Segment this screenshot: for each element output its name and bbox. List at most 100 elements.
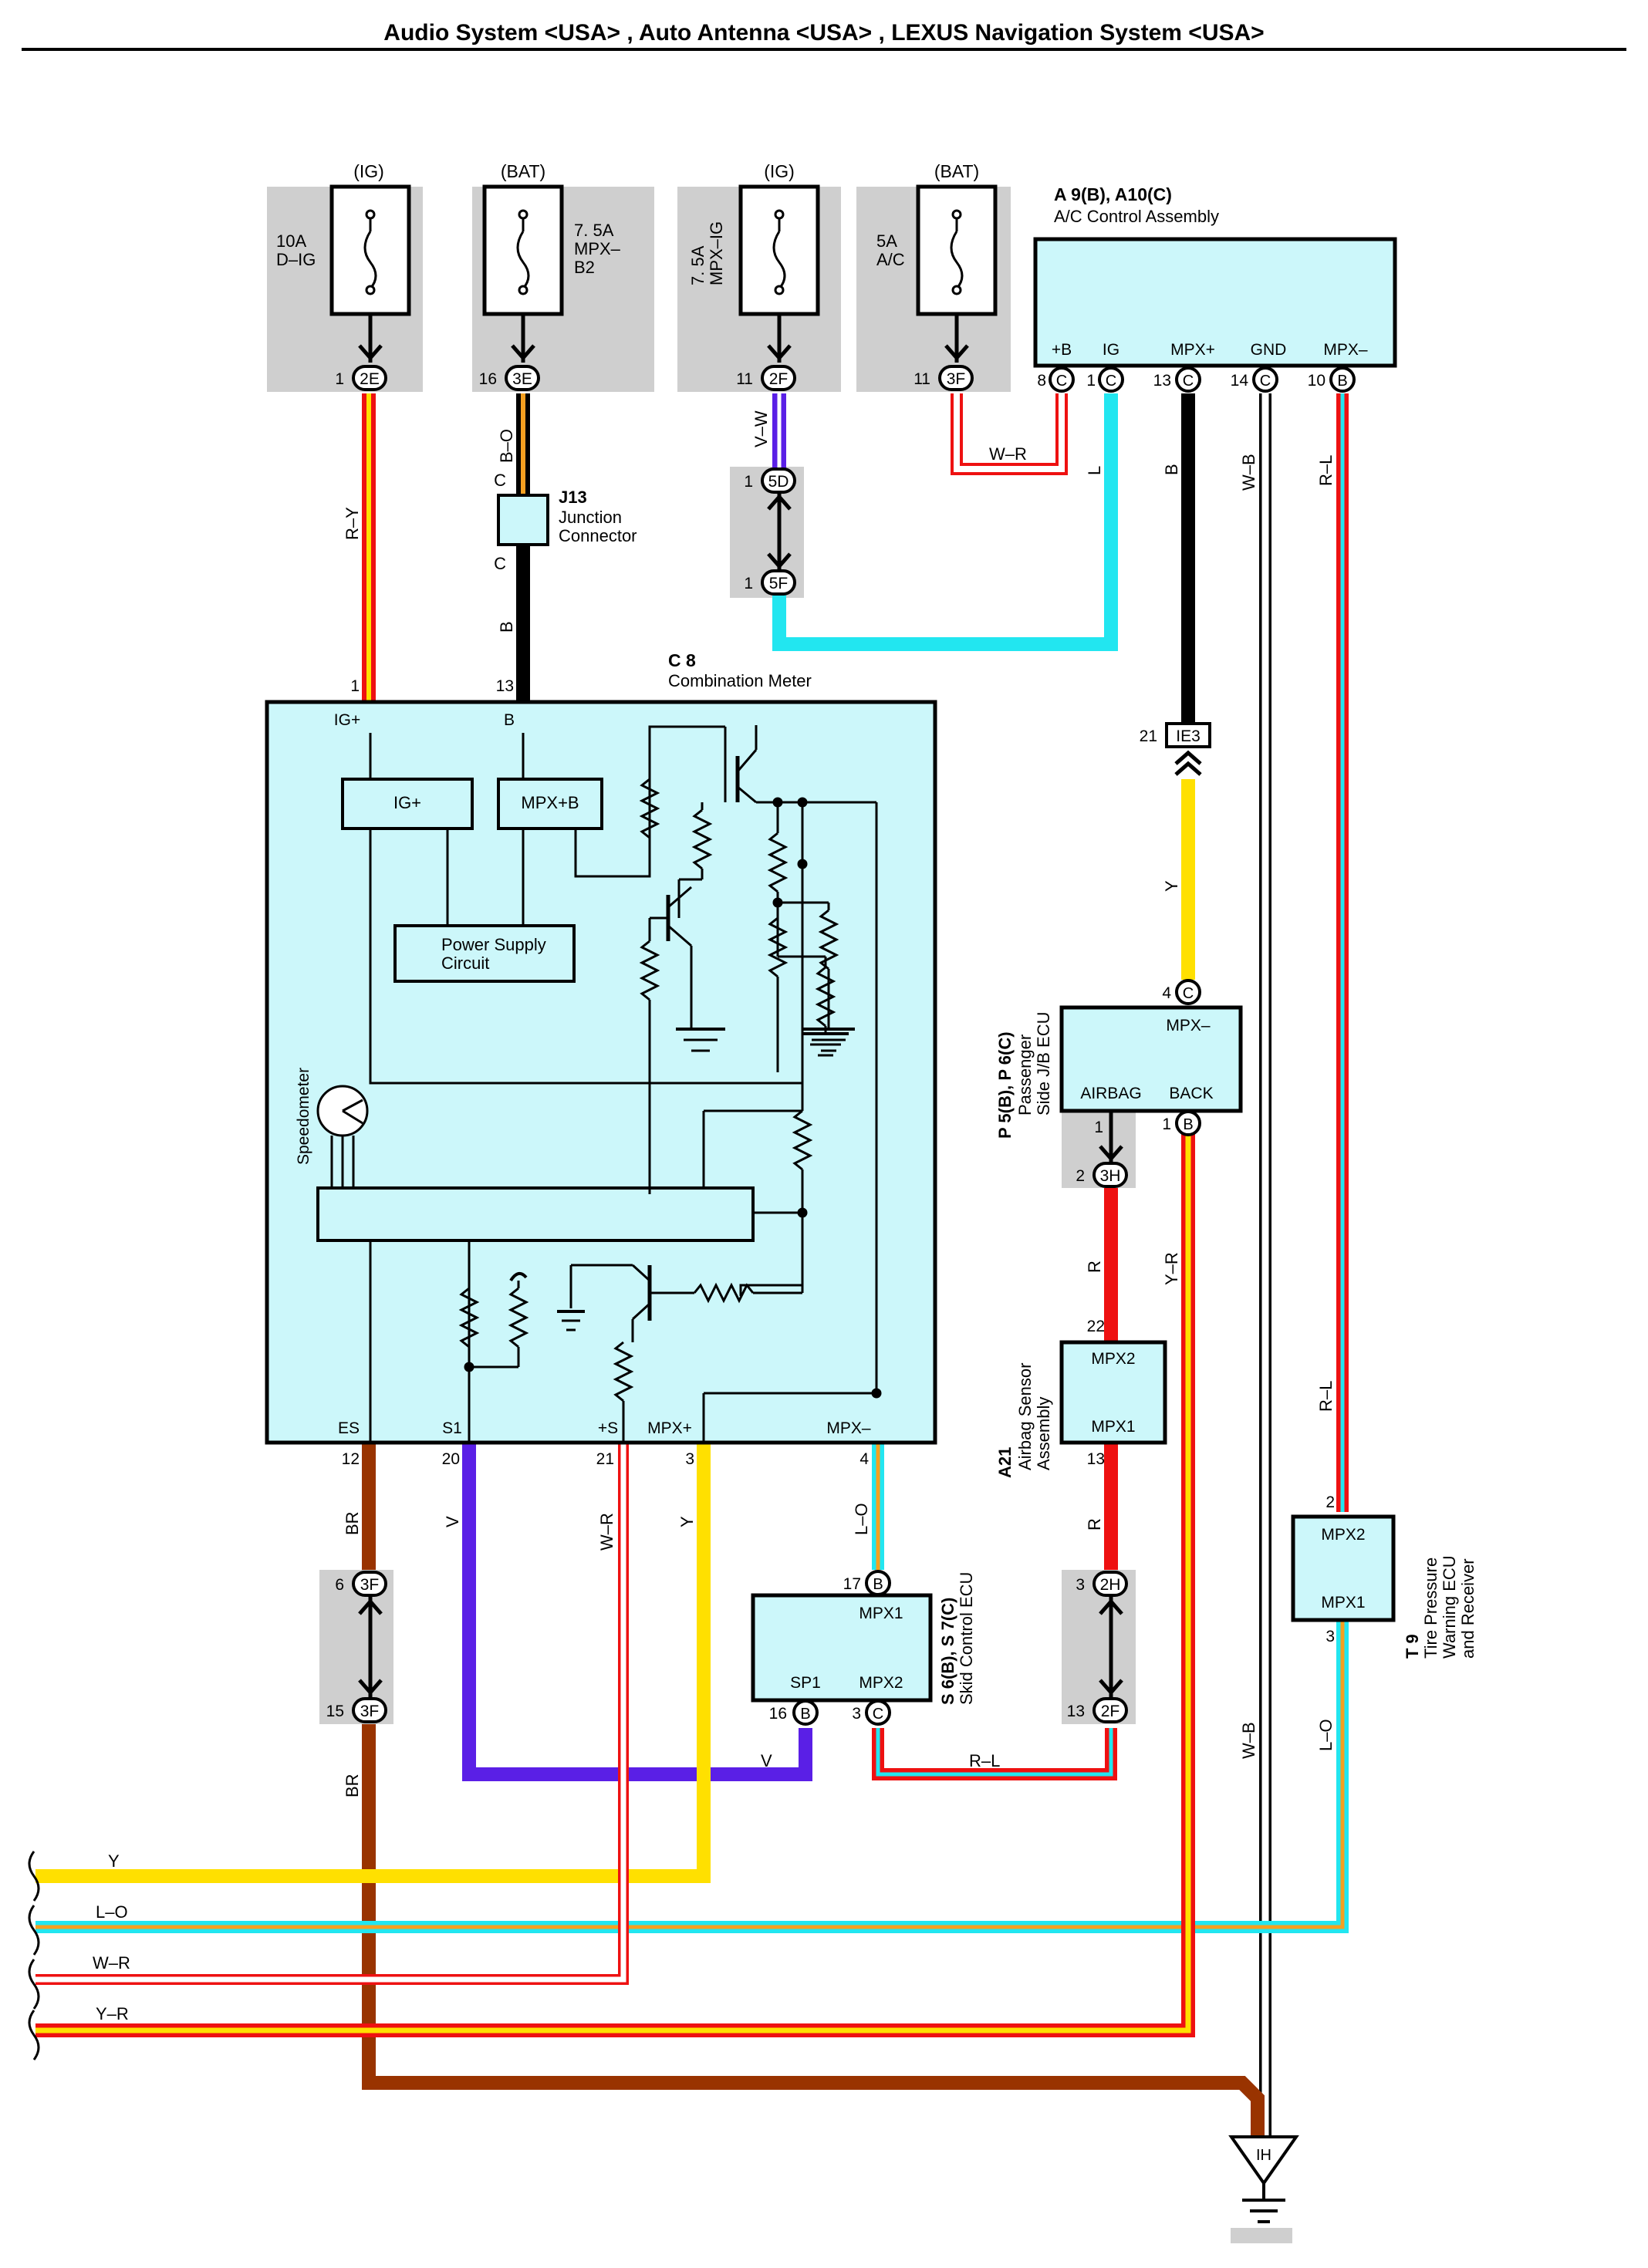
svg-text:B2: B2 — [574, 258, 595, 277]
svg-text:S1: S1 — [442, 1419, 462, 1437]
svg-text:C: C — [1183, 373, 1194, 390]
svg-text:MPX2: MPX2 — [1091, 1350, 1135, 1368]
svg-text:(IG): (IG) — [764, 161, 795, 181]
svg-text:Y: Y — [108, 1851, 120, 1871]
svg-text:R–L: R–L — [1316, 1381, 1336, 1412]
svg-text:MPX+: MPX+ — [647, 1419, 692, 1437]
svg-text:10: 10 — [1308, 372, 1325, 390]
svg-text:Tire Pressure: Tire Pressure — [1421, 1558, 1440, 1659]
svg-text:Warning ECU: Warning ECU — [1440, 1555, 1459, 1659]
svg-text:A21: A21 — [995, 1447, 1015, 1478]
svg-text:AIRBAG: AIRBAG — [1080, 1085, 1141, 1102]
fuse-arrows — [358, 314, 969, 363]
svg-text:Assembly: Assembly — [1034, 1397, 1053, 1470]
svg-text:4: 4 — [859, 1450, 869, 1468]
svg-text:V: V — [443, 1516, 462, 1527]
svg-text:5F: 5F — [769, 575, 789, 592]
svg-text:2F: 2F — [1101, 1703, 1120, 1720]
wires — [35, 393, 1349, 2137]
fuse-a-c: (BAT) 5A A/C — [876, 161, 998, 316]
svg-text:10A: 10A — [276, 231, 306, 251]
svg-text:MPX1: MPX1 — [1091, 1418, 1135, 1436]
svg-text:T 9: T 9 — [1403, 1634, 1422, 1659]
svg-text:1: 1 — [744, 575, 753, 592]
svg-text:A/C Control Assembly: A/C Control Assembly — [1054, 207, 1219, 226]
wire-l-o-bus — [35, 1620, 1349, 1933]
svg-text:13: 13 — [496, 677, 514, 695]
svg-text:20: 20 — [442, 1450, 460, 1468]
speedometer-label: Speedometer — [295, 1068, 312, 1165]
svg-text:C: C — [873, 1706, 883, 1723]
svg-text:13: 13 — [1153, 372, 1171, 390]
svg-text:W–R: W–R — [93, 1953, 130, 1973]
svg-text:Connector: Connector — [559, 526, 637, 545]
svg-text:L: L — [1085, 466, 1104, 475]
svg-text:8: 8 — [1037, 372, 1046, 390]
svg-text:12: 12 — [342, 1450, 360, 1468]
fuse-d-ig: (IG) 10A D–IG — [276, 161, 411, 316]
svg-text:MPX–: MPX– — [826, 1419, 871, 1437]
svg-text:Airbag Sensor: Airbag Sensor — [1015, 1363, 1035, 1470]
svg-text:IE3: IE3 — [1176, 727, 1201, 745]
bus-break-marks — [28, 1851, 40, 2060]
svg-text:B–O: B–O — [497, 429, 516, 463]
svg-text:C: C — [1260, 373, 1271, 390]
svg-text:Y: Y — [677, 1516, 697, 1527]
svg-text:Combination Meter: Combination Meter — [668, 671, 812, 690]
svg-text:3F: 3F — [360, 1703, 380, 1720]
svg-text:11: 11 — [736, 370, 753, 388]
svg-text:13: 13 — [1067, 1703, 1085, 1720]
svg-text:C: C — [1106, 373, 1116, 390]
svg-text:MPX–: MPX– — [574, 239, 621, 258]
svg-text:1: 1 — [1086, 372, 1096, 390]
tire-pressure-ecu: MPX2 MPX1 2 3 T 9 Tire Pressure Warning … — [1291, 1493, 1477, 1659]
svg-text:SP1: SP1 — [790, 1674, 821, 1692]
svg-text:(BAT): (BAT) — [501, 161, 545, 181]
svg-text:Y–R: Y–R — [96, 2004, 129, 2023]
svg-text:S 6(B), S 7(C): S 6(B), S 7(C) — [938, 1598, 957, 1705]
svg-text:A/C: A/C — [876, 250, 905, 269]
svg-text:R–L: R–L — [1316, 455, 1336, 486]
svg-text:Passenger: Passenger — [1015, 1034, 1035, 1115]
svg-text:7. 5A: 7. 5A — [688, 245, 707, 285]
meter-internal-circuit — [316, 725, 882, 1443]
svg-text:ES: ES — [338, 1419, 360, 1437]
svg-text:C: C — [494, 554, 506, 573]
svg-text:MPX–: MPX– — [1323, 341, 1368, 359]
svg-text:3F: 3F — [947, 370, 966, 388]
fuse-mpx-b2: (BAT) 7. 5A MPX– B2 — [482, 161, 621, 316]
svg-text:L–O: L–O — [96, 1902, 128, 1922]
svg-text:C: C — [1183, 985, 1194, 1002]
svg-text:V–W: V–W — [751, 410, 771, 447]
svg-text:2: 2 — [1076, 1167, 1085, 1185]
svg-text:BR: BR — [343, 1511, 362, 1535]
svg-text:J13: J13 — [559, 488, 587, 507]
svg-text:IH: IH — [1256, 2147, 1271, 2164]
svg-text:IG: IG — [1103, 341, 1119, 359]
svg-text:V: V — [761, 1751, 772, 1770]
svg-text:MPX+B: MPX+B — [521, 793, 579, 812]
svg-text:4: 4 — [1162, 984, 1171, 1002]
svg-text:22: 22 — [1087, 1318, 1105, 1335]
combination-meter: C 8 Combination Meter 1 13 IG+ B — [265, 650, 937, 1468]
svg-text:5D: 5D — [768, 473, 789, 491]
svg-text:C 8: C 8 — [668, 650, 696, 670]
connector-3f-pair: 3F 6 3F 15 — [326, 1571, 387, 1723]
svg-text:MPX1: MPX1 — [1321, 1594, 1365, 1612]
svg-text:W–B: W–B — [1239, 454, 1258, 491]
svg-text:R: R — [1085, 1518, 1104, 1531]
svg-text:3: 3 — [685, 1450, 694, 1468]
wire-w-r-bus — [35, 1443, 629, 1985]
wire-y-r-bus — [35, 1134, 1195, 2037]
svg-text:21: 21 — [1140, 727, 1157, 745]
svg-text:IG+: IG+ — [334, 711, 360, 729]
svg-text:R–Y: R–Y — [343, 507, 362, 540]
svg-text:P 5(B), P 6(C): P 5(B), P 6(C) — [995, 1031, 1015, 1139]
speedometer-gauge — [316, 1085, 369, 1188]
svg-text:L–O: L–O — [852, 1503, 871, 1535]
svg-text:B: B — [1183, 1116, 1193, 1133]
svg-text:C: C — [1056, 373, 1067, 390]
svg-text:Side J/B ECU: Side J/B ECU — [1034, 1012, 1053, 1116]
svg-text:14: 14 — [1231, 372, 1249, 390]
svg-text:MPX+: MPX+ — [1170, 341, 1215, 359]
